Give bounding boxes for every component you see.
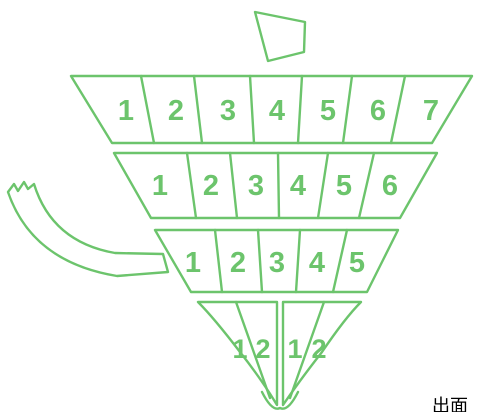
row-2-divider [316, 151, 330, 220]
bottom-tip-curve [260, 390, 300, 410]
handle-strip [6, 180, 170, 278]
row-3-divider [213, 228, 224, 294]
row-3-label: 2 [230, 247, 246, 279]
row-2-divider [276, 151, 281, 220]
row-3-divider [256, 228, 264, 294]
bottom-point: 1 2 1 2 [196, 300, 363, 410]
row-3-outline [153, 228, 400, 294]
bottom-right-label: 2 [311, 334, 326, 364]
row-2: 1 2 3 4 5 6 [112, 151, 439, 220]
row-1-divider [389, 74, 407, 145]
row-1-label: 7 [423, 95, 439, 127]
row-1-outline [69, 74, 474, 145]
row-1-label: 2 [168, 95, 184, 127]
row-1-divider [192, 74, 204, 145]
row-1-label: 5 [320, 95, 336, 127]
bottom-left-piece [196, 300, 279, 407]
row-1-label: 3 [220, 95, 236, 127]
bottom-right-label: 1 [287, 334, 302, 364]
row-1-divider [296, 74, 304, 145]
row-2-label: 1 [152, 170, 168, 202]
row-1-divider [139, 74, 156, 145]
bottom-left-label: 2 [255, 334, 270, 364]
row-2-label: 3 [248, 170, 264, 202]
bottom-left-divider [234, 300, 272, 400]
row-2-divider [228, 151, 239, 220]
row-1-label: 1 [118, 95, 134, 127]
row-2-label: 6 [382, 170, 398, 202]
row-3: 1 2 3 4 5 [153, 228, 400, 294]
row-3-divider [294, 228, 302, 294]
bottom-right-divider [288, 300, 326, 400]
corner-text: 出面 [432, 396, 468, 412]
row-2-divider [357, 151, 376, 220]
row-1-label: 6 [370, 95, 386, 127]
row-3-label: 3 [269, 247, 285, 279]
row-2-label: 5 [336, 170, 352, 202]
row-1: 1 2 3 4 5 6 7 [69, 74, 474, 145]
row-1-divider [341, 74, 354, 145]
row-2-label: 2 [203, 170, 219, 202]
row-2-outline [112, 151, 439, 220]
row-3-divider [331, 228, 349, 294]
row-2-label: 4 [290, 170, 306, 202]
row-2-divider [185, 151, 198, 220]
bottom-left-label: 1 [232, 334, 247, 364]
top-piece [253, 10, 307, 63]
row-3-label: 5 [349, 247, 365, 279]
row-3-label: 1 [185, 247, 201, 279]
row-3-label: 4 [309, 247, 325, 279]
row-1-divider [248, 74, 256, 145]
row-1-label: 4 [269, 95, 285, 127]
